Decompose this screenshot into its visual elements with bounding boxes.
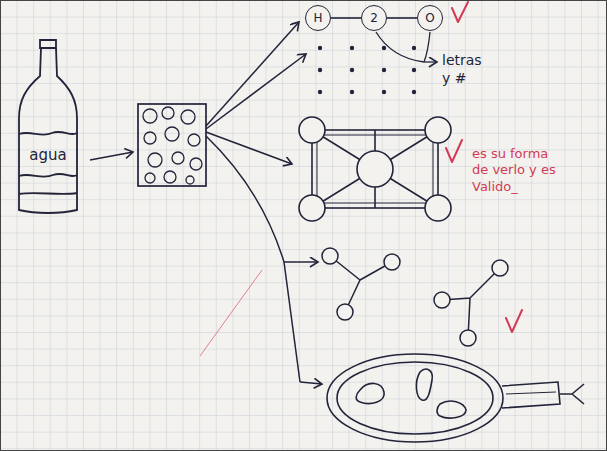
- lattice-atom: [425, 195, 451, 221]
- pan-handle: [502, 382, 560, 408]
- particle: [186, 176, 194, 184]
- bottle-drawing: agua: [16, 38, 80, 216]
- note-label: letras y #: [442, 52, 490, 87]
- bottle-stroke: [19, 193, 77, 194]
- lattice-atom: [299, 195, 325, 221]
- dot-grid: [318, 46, 416, 94]
- bond-line: [387, 17, 417, 19]
- molecule-atom: [337, 304, 353, 320]
- particle: [165, 127, 179, 141]
- molecule-atom: [322, 248, 338, 264]
- dot: [350, 46, 354, 50]
- atom-symbol: O: [425, 11, 434, 25]
- teacher-comment: es su forma de verlo y es Valido_: [472, 146, 556, 195]
- particle: [172, 152, 184, 164]
- dot: [412, 46, 416, 50]
- blob: [416, 369, 432, 400]
- label-holder: letras y #: [442, 52, 490, 87]
- flow-arrow: [206, 54, 306, 129]
- dot: [318, 68, 322, 72]
- particle: [181, 110, 195, 124]
- lattice-drawing: [299, 117, 451, 221]
- particle: [164, 171, 176, 183]
- molecule-bonds: [442, 268, 500, 338]
- lattice-atom: [357, 151, 393, 187]
- dot: [318, 46, 322, 50]
- lattice-atom: [299, 117, 325, 143]
- atom-circle: H: [305, 5, 331, 31]
- bottle-stroke: [19, 132, 77, 135]
- dot: [350, 68, 354, 72]
- dot: [382, 90, 386, 94]
- molecule-atom: [384, 254, 400, 270]
- dot: [350, 90, 354, 94]
- flow-arrow: [206, 132, 292, 164]
- molecule-bonds: [330, 256, 392, 312]
- flow-arrow: [284, 261, 318, 263]
- dot: [382, 68, 386, 72]
- red-stroke: [200, 270, 262, 356]
- flow-arrow: [90, 152, 133, 160]
- particles: [143, 107, 202, 184]
- dot: [412, 90, 416, 94]
- check-mark: [446, 140, 462, 162]
- particle: [190, 158, 202, 170]
- leader-line: [376, 32, 424, 62]
- particle: [143, 109, 157, 123]
- atom-symbol: H: [313, 11, 322, 25]
- atom-symbol: 2: [370, 11, 378, 25]
- label-holder: es su forma de verlo y es Valido_: [472, 146, 556, 195]
- molecule-atom: [460, 330, 476, 346]
- pan-handle-end: [560, 384, 584, 404]
- bottle-outline: [16, 38, 80, 216]
- particle: [188, 134, 200, 146]
- bottle-label: agua: [16, 146, 80, 164]
- bottle-stroke: [40, 40, 56, 48]
- pan-handle: [506, 392, 556, 394]
- blob: [356, 383, 384, 403]
- leader-lines: [376, 32, 437, 62]
- dot: [318, 90, 322, 94]
- particle: [162, 107, 174, 119]
- check-mark: [452, 2, 468, 22]
- pan-drawing: [327, 354, 584, 442]
- molecules-drawing: [322, 248, 508, 346]
- leader-line: [424, 32, 430, 62]
- particle-box: [138, 104, 206, 186]
- particle: [148, 153, 162, 167]
- particle: [145, 173, 155, 183]
- atom-circle: 2: [361, 5, 387, 31]
- lattice-frame: [312, 130, 438, 208]
- pan-inner: [337, 362, 493, 434]
- particle: [144, 132, 156, 144]
- leader-arrow: [424, 61, 437, 62]
- bond-line: [331, 17, 361, 19]
- flow-line: [284, 262, 300, 382]
- bottle-stroke: [19, 48, 77, 213]
- flow-arrow: [300, 382, 322, 384]
- blob: [437, 401, 466, 418]
- check-mark: [506, 310, 522, 332]
- flow-line: [206, 136, 284, 262]
- atom-circle: O: [417, 5, 443, 31]
- lattice-atom: [425, 117, 451, 143]
- molecule-atom: [492, 260, 508, 276]
- dot: [382, 46, 386, 50]
- pan-rim: [327, 354, 503, 442]
- flow-arrow: [206, 22, 299, 126]
- bottle-stroke: [19, 174, 77, 177]
- molecule-atom: [434, 292, 450, 308]
- lattice-bonds: [312, 130, 438, 208]
- dot: [412, 68, 416, 72]
